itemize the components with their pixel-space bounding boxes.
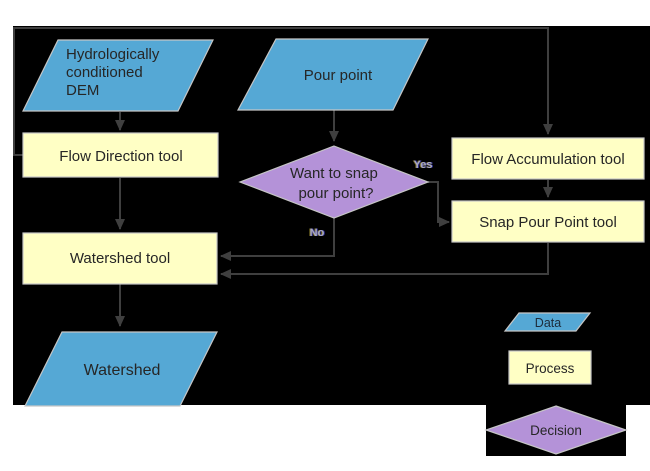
node-dem	[22, 39, 214, 112]
node-snap-pour-point-tool	[451, 200, 645, 243]
decision-want-to-snap	[238, 145, 430, 219]
edge-label-no: No	[310, 227, 325, 239]
node-watershed	[24, 331, 218, 407]
connector-decision-yes-to-snap-pour-point	[428, 181, 450, 227]
legend-decision-shape	[484, 405, 628, 455]
legend-process-shape	[508, 350, 592, 385]
connector-flow-direction-to-flow-accumulation	[13, 27, 553, 156]
node-dem-label: Hydrologically conditioned DEM	[66, 46, 164, 99]
node-watershed-label: Watershed	[84, 362, 161, 379]
node-watershed-tool-label: Watershed tool	[70, 250, 170, 267]
node-pour-point-label: Pour point	[304, 67, 373, 84]
decision-want-to-snap-label: Want to snap pour point?	[290, 165, 382, 202]
legend-data-shape	[503, 312, 592, 332]
node-pour-point	[236, 38, 429, 111]
node-flow-direction-tool	[22, 132, 219, 178]
legend-process-label: Process	[526, 361, 575, 376]
connector-decision-no-to-watershed-tool	[220, 218, 335, 261]
legend-decision-label: Decision	[530, 423, 582, 438]
legend-data-label: Data	[535, 316, 561, 330]
node-flow-direction-tool-label: Flow Direction tool	[59, 148, 182, 165]
edge-label-yes: Yes	[414, 159, 433, 171]
node-flow-accumulation-tool	[451, 137, 645, 180]
node-flow-accumulation-tool-label: Flow Accumulation tool	[471, 151, 624, 168]
connector-snap-pour-point-to-watershed-tool	[220, 243, 549, 279]
node-snap-pour-point-tool-label: Snap Pour Point tool	[479, 214, 617, 231]
node-watershed-tool	[22, 232, 218, 285]
